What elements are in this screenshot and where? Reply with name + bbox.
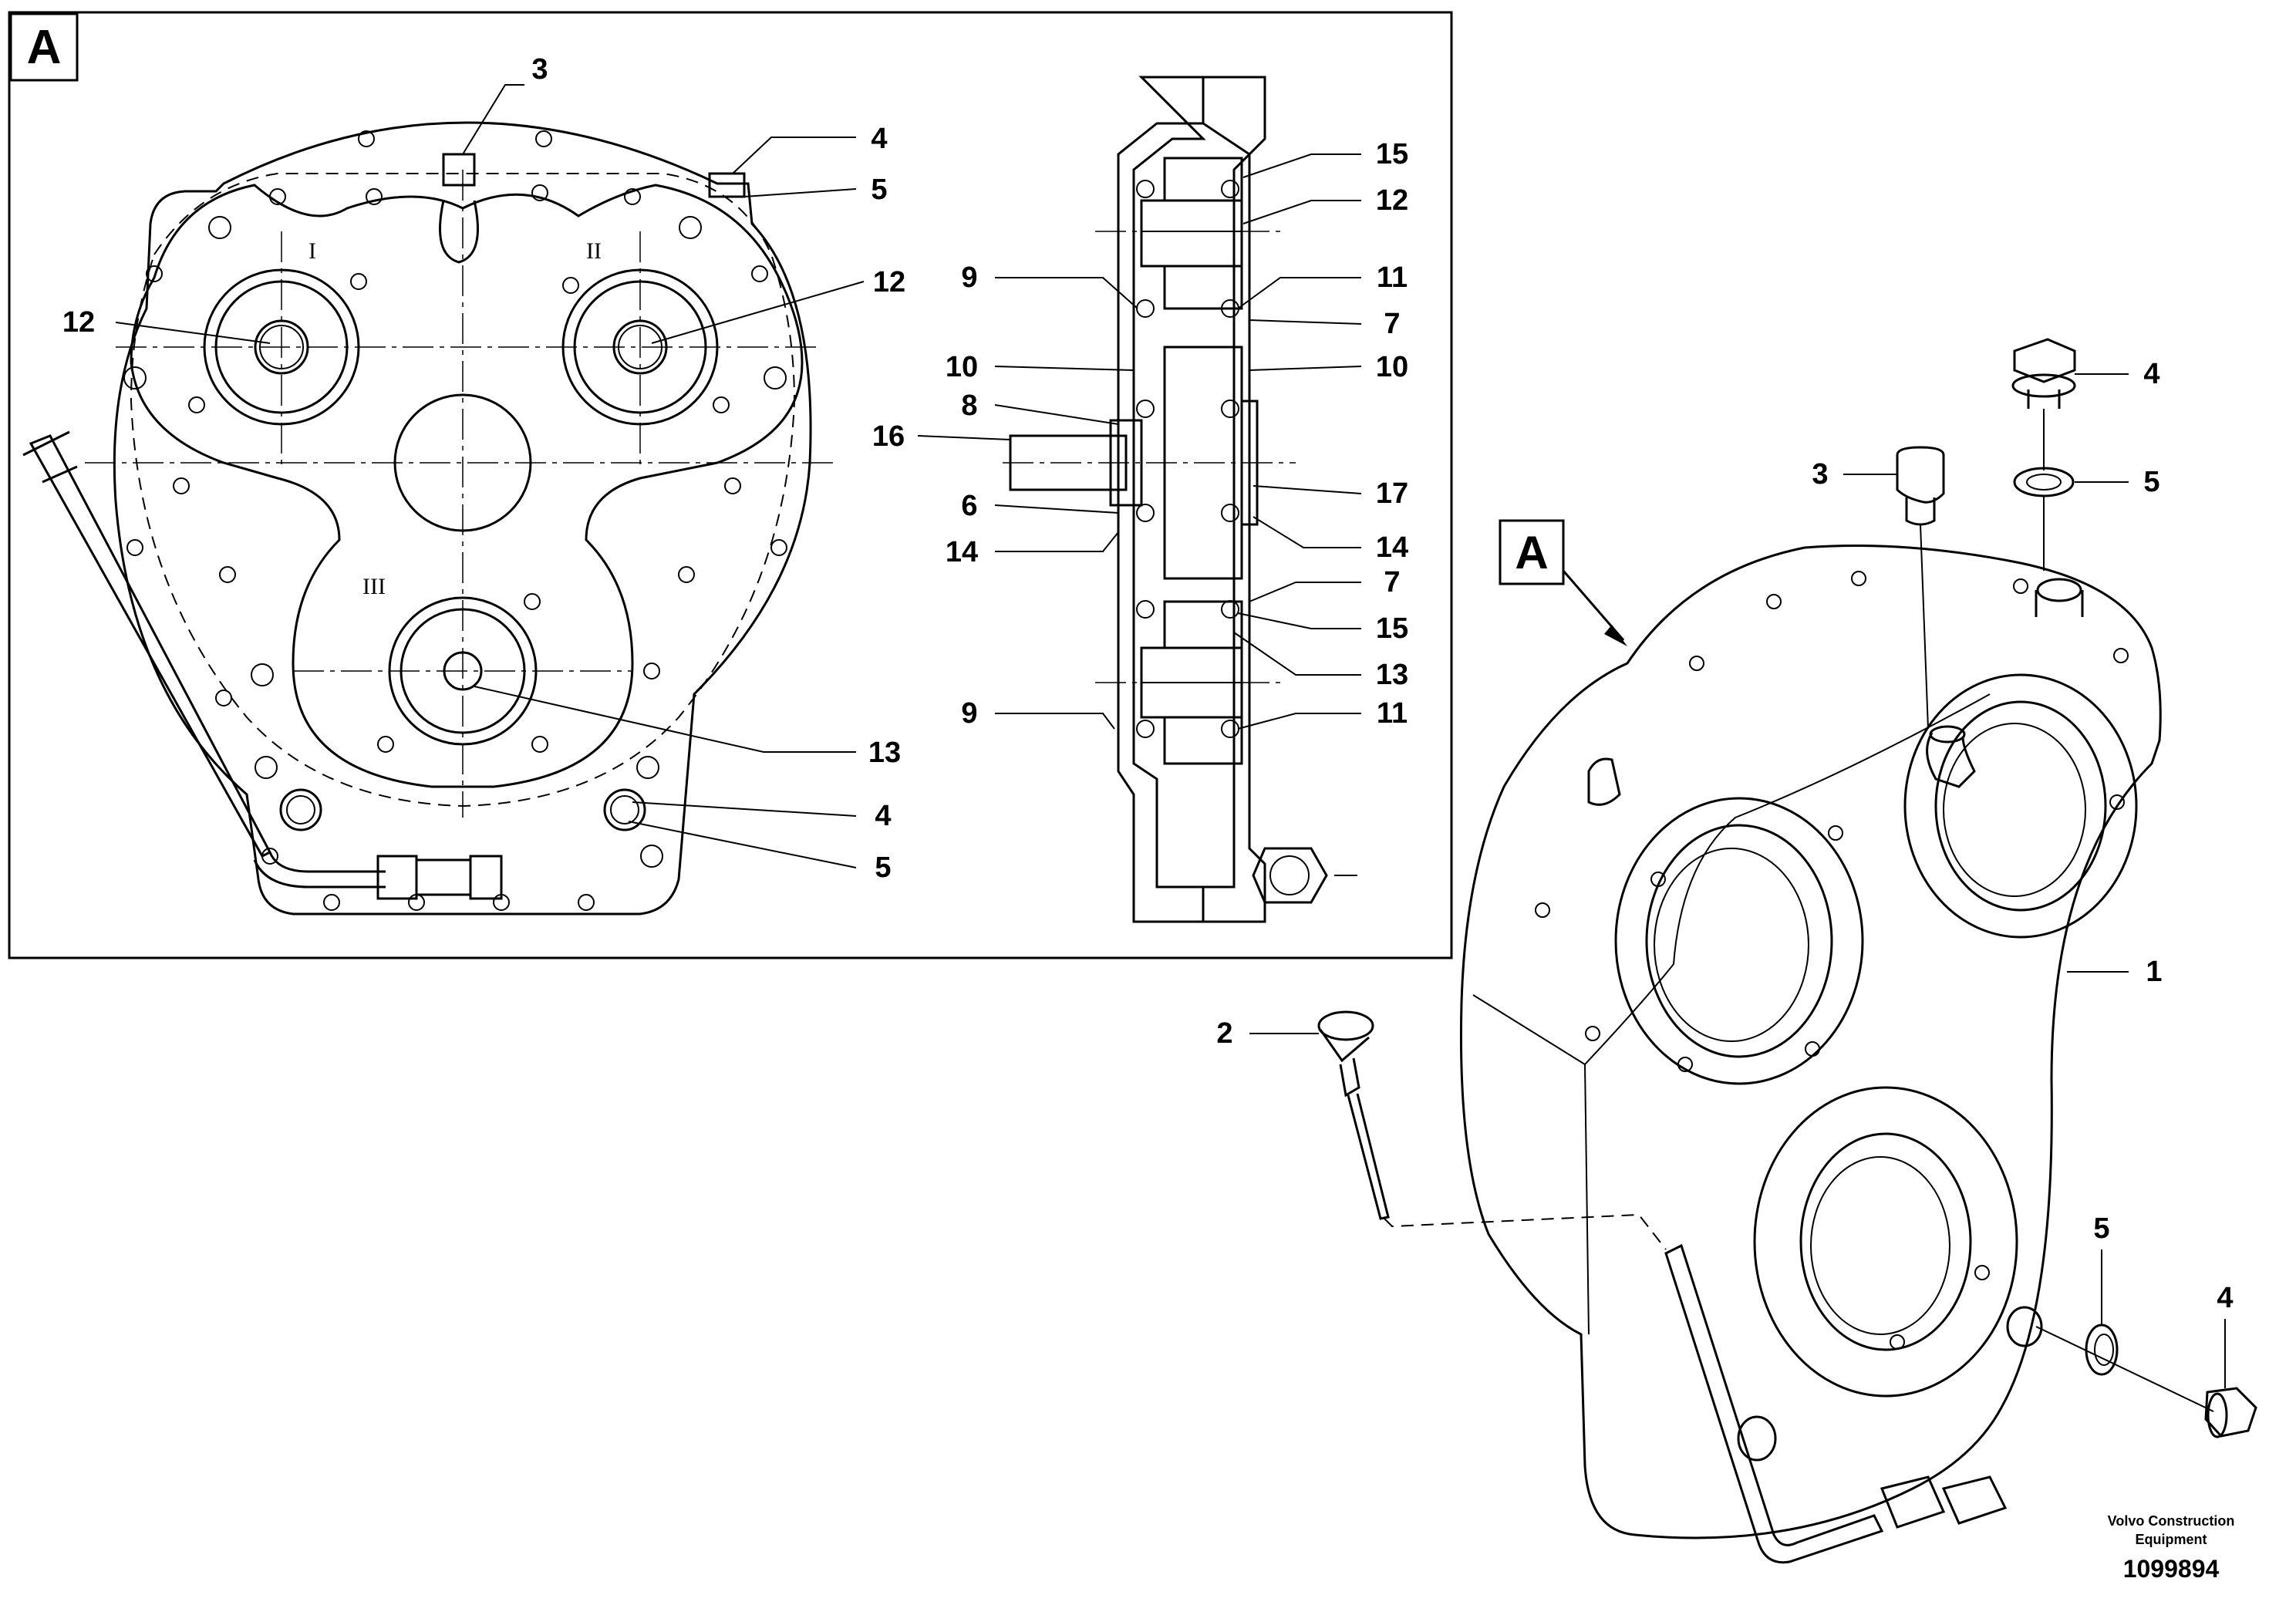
callout-12-left: 12 [62,306,95,339]
callout-14-left: 14 [946,536,978,568]
shaft-bore-3: III [362,574,538,746]
callout-15-bottom: 15 [1376,612,1408,645]
isometric-housing: A [1459,519,2162,1564]
callout-3: 3 [531,53,548,86]
view-marker-box [9,12,79,82]
callout-14-right: 14 [1376,531,1408,564]
bolt-4-top [2011,338,2076,470]
iso-view-marker-box [1499,519,1565,585]
callout-6: 6 [961,490,977,522]
roman-numeral-2: II [586,238,602,264]
callout-9-top: 9 [961,261,977,294]
shaft-bore-2: II [561,238,719,426]
callout-4-top: 4 [871,123,887,155]
view-marker-label: A [27,21,62,74]
callout-12-right: 12 [873,266,905,298]
callout-7-top: 7 [1384,308,1400,340]
callout-15-top: 15 [1376,138,1408,170]
callout-5-top: 5 [871,174,887,206]
housing-bolts [123,130,787,911]
bolt-4-bottom [2204,1387,2257,1438]
iso-view-marker-label: A [1515,527,1548,578]
iso-callout-3: 3 [1812,458,1828,491]
detail-view-frame: A [8,11,1453,959]
callout-7-bottom: 7 [1384,566,1400,599]
filler-plug [708,172,746,198]
callout-11-top: 11 [1377,261,1408,294]
callout-5-bottom: 5 [875,851,891,884]
callout-13-section: 13 [1376,659,1408,691]
iso-callout-5-top: 5 [2143,466,2159,498]
washer-5-bottom [2085,1324,2119,1376]
roman-numeral-3: III [362,574,386,599]
breather-fitting [439,153,479,264]
credit-line-2: Equipment [2136,1532,2207,1547]
breather-cap-3 [1896,446,1945,730]
callout-8: 8 [961,389,977,422]
credit-line-1: Volvo Construction [2108,1513,2235,1529]
callout-17: 17 [1376,477,1408,510]
section-view [1003,76,1357,923]
loose-parts [1317,338,2257,1438]
callout-12-section: 12 [1376,184,1408,217]
shaft-bore-1: I [203,238,360,426]
front-view-callouts: 3 4 5 12 12 13 4 5 [62,53,905,884]
callout-10-right: 10 [1376,351,1408,383]
callout-13: 13 [868,737,901,769]
callout-9-bottom: 9 [961,697,977,730]
section-view-callouts: 15 12 9 11 7 10 10 8 16 17 6 14 14 7 15 … [872,138,1408,730]
washer-5-top [2013,467,2075,571]
callout-11-bottom: 11 [1377,697,1408,730]
callout-4-bottom: 4 [875,800,891,832]
iso-callout-2: 2 [1216,1017,1232,1050]
iso-callout-1: 1 [2146,956,2162,988]
drawing-number: 1099894 [2123,1555,2220,1583]
callout-10-left: 10 [946,351,978,383]
front-view-housing: I II III [22,121,833,916]
credit-block: Volvo Construction Equipment 1099894 [2108,1513,2235,1583]
iso-callout-4-bottom: 4 [2217,1282,2233,1314]
callout-16: 16 [872,420,905,453]
dipstick-2 [1317,1010,1667,1250]
isometric-callouts: 4 3 5 1 2 5 4 [1216,358,2234,1388]
iso-callout-5-bottom: 5 [2093,1212,2109,1245]
roman-numeral-1: I [308,238,316,264]
dipstick-tube [22,430,503,900]
iso-callout-4-top: 4 [2143,358,2159,390]
